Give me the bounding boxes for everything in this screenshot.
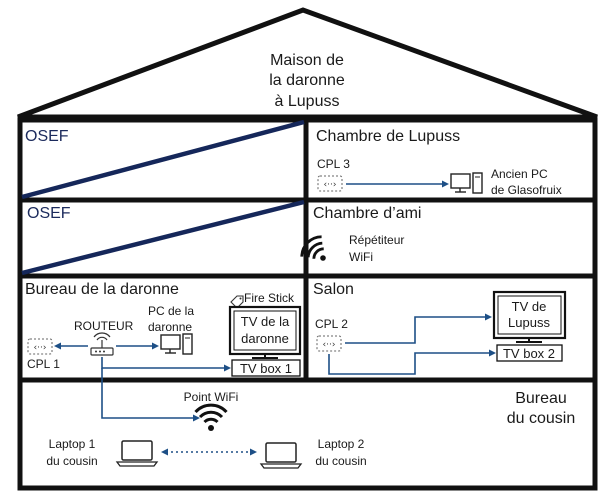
point-wifi-label: Point WiFi — [184, 390, 239, 404]
svg-text:‹··›: ‹··› — [324, 180, 337, 190]
tv-box-1-label: TV box 1 — [240, 361, 292, 376]
cpl1-label: CPL 1 — [27, 357, 60, 371]
house-title-line-1: Maison de — [270, 52, 344, 69]
room-osef-2: OSEF — [27, 205, 71, 222]
plug-icon: ‹··› — [316, 335, 342, 352]
repeteur-label-line-1: Répétiteur — [349, 233, 404, 247]
laptop1-label-line-1: Laptop 1 — [49, 437, 96, 451]
wifi-icon — [300, 235, 326, 261]
tv-box-2 — [496, 344, 563, 362]
arrow-head — [224, 364, 231, 372]
arrow-head — [442, 180, 449, 188]
arrow-head — [193, 414, 200, 422]
arrow-head — [250, 448, 257, 456]
roof — [17, 7, 598, 120]
room-bureau-cousin-line-1: Bureau — [515, 390, 567, 407]
cpl2-label: CPL 2 — [315, 317, 348, 331]
link-routeur-pointwifi — [101, 368, 196, 419]
tv-daronne-label-line-1: TV de la — [241, 314, 290, 329]
tv-box-1 — [231, 359, 301, 377]
room-chambre-ami: Chambre d’ami — [313, 205, 421, 222]
house-title-line-3: à Lupuss — [275, 93, 340, 110]
fire-stick-label: Fire Stick — [244, 291, 295, 305]
room-osef-1: OSEF — [25, 128, 69, 145]
link-cpl2-tvbox2 — [328, 352, 491, 375]
tv-daronne-label-line-2: daronne — [241, 331, 289, 346]
tv-lupuss-label-line-2: Lupuss — [508, 315, 550, 330]
tv-lupuss-label-line-1: TV de — [512, 299, 547, 314]
ancien-pc-label-line-1: Ancien PC — [491, 167, 548, 181]
repeteur-label-line-2: WiFi — [349, 250, 373, 264]
laptop1-label-line-2: du cousin — [46, 454, 97, 468]
tv-box-2-label: TV box 2 — [503, 346, 555, 361]
room-salon: Salon — [313, 281, 354, 298]
arrow-head — [489, 349, 496, 357]
plug-icon: ‹··› — [317, 175, 343, 192]
osef-diagonal-1 — [21, 119, 305, 200]
laptop-icon — [259, 442, 303, 469]
routeur-label: ROUTEUR — [74, 319, 134, 333]
tv-icon — [492, 290, 567, 343]
laptop2-label-line-1: Laptop 2 — [318, 437, 365, 451]
house-title-line-2: la daronne — [269, 72, 345, 89]
link-cpl2-tvlupuss — [345, 316, 487, 344]
wifi-icon — [194, 403, 228, 431]
laptop2-label-line-2: du cousin — [315, 454, 366, 468]
osef-diagonal-2 — [21, 199, 305, 276]
svg-text:‹··›: ‹··› — [34, 343, 47, 353]
laptop-icon — [115, 440, 159, 467]
room-bureau-cousin-line-2: du cousin — [507, 410, 576, 427]
desktop-icon — [450, 172, 483, 194]
tv-icon — [228, 305, 302, 359]
ancien-pc-label-line-2: de Glasofruix — [491, 183, 562, 197]
room-bureau-daronne: Bureau de la daronne — [25, 281, 179, 298]
plug-icon: ‹··› — [27, 338, 53, 355]
arrow-head — [485, 313, 492, 321]
pc-daronne-label-line-1: PC de la — [148, 304, 194, 318]
desktop-icon — [160, 333, 193, 355]
arrow-head — [54, 342, 61, 350]
room-chambre-lupuss: Chambre de Lupuss — [316, 128, 460, 145]
pc-daronne-label-line-2: daronne — [148, 320, 192, 334]
arrow-head — [161, 448, 168, 456]
link-routeur-tvbox1 — [101, 357, 227, 369]
cpl3-label: CPL 3 — [317, 157, 350, 171]
arrow-head — [152, 342, 159, 350]
svg-text:‹··›: ‹··› — [323, 340, 336, 350]
router-icon — [90, 332, 114, 356]
